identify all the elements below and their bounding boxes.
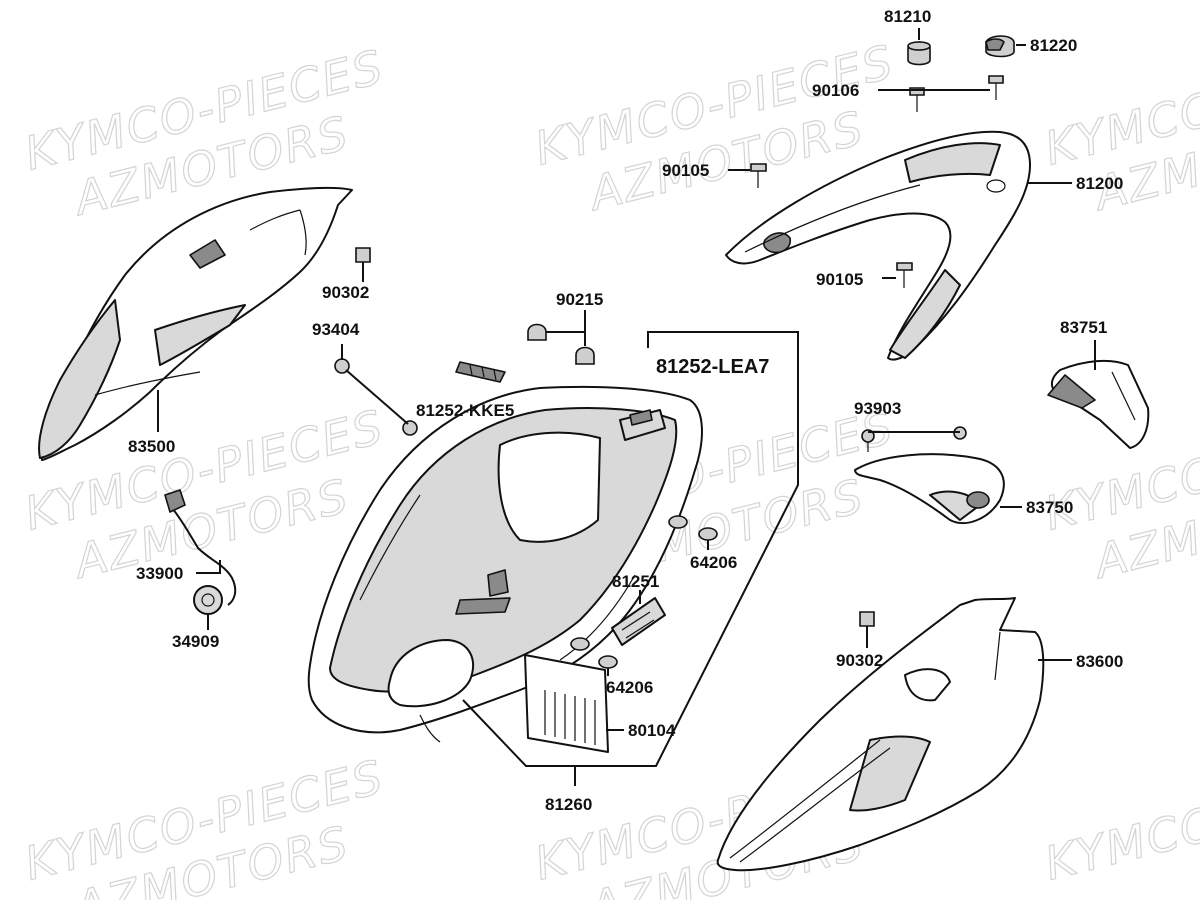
part-label-81200[interactable]: 81200	[1076, 174, 1123, 193]
part-81252-kke5-strip[interactable]	[455, 361, 506, 383]
part-83750-cover[interactable]	[854, 453, 1005, 525]
part-90105-bolt-lower[interactable]	[896, 262, 913, 288]
part-33900-wire[interactable]	[164, 489, 237, 606]
part-90106-bolt-pair[interactable]	[909, 75, 1004, 112]
part-80104-mud-flap[interactable]	[524, 654, 609, 753]
part-label-90106[interactable]: 90106	[812, 81, 859, 100]
part-83500-left-side-cover[interactable]	[38, 186, 353, 461]
part-label-81252-lea7[interactable]: 81252-LEA7	[656, 356, 769, 378]
part-90302-clip-lower[interactable]	[859, 611, 875, 627]
part-81210-cap[interactable]	[907, 41, 931, 66]
part-label-80104[interactable]: 80104	[628, 721, 676, 740]
part-label-33900[interactable]: 33900	[136, 564, 183, 583]
part-label-81251[interactable]: 81251	[612, 572, 659, 591]
part-81251-bracket[interactable]	[611, 597, 666, 646]
part-81260-underseat-box[interactable]	[307, 385, 703, 743]
part-64206-washer-upper[interactable]	[668, 515, 718, 541]
part-label-90302-upper[interactable]: 90302	[322, 283, 369, 302]
part-label-64206-lower[interactable]: 64206	[606, 678, 653, 697]
part-label-93404[interactable]: 93404	[312, 320, 360, 339]
part-81200-rear-carrier[interactable]	[725, 130, 1031, 361]
part-label-83600[interactable]: 83600	[1076, 652, 1123, 671]
part-label-81260[interactable]: 81260	[545, 795, 592, 814]
part-label-90105-upper[interactable]: 90105	[662, 161, 709, 180]
part-64206-washer-lower[interactable]	[570, 637, 618, 669]
part-93404-screw-pair[interactable]	[334, 358, 418, 436]
part-label-83500[interactable]: 83500	[128, 437, 175, 456]
watermark-text: KYMCO-PIECES	[1040, 749, 1200, 890]
part-label-90215[interactable]: 90215	[556, 290, 603, 309]
part-34909-bulb[interactable]	[193, 585, 223, 615]
part-label-64206-upper[interactable]: 64206	[690, 553, 737, 572]
part-81220-cap[interactable]	[985, 35, 1015, 58]
part-label-81220[interactable]: 81220	[1030, 36, 1077, 55]
part-label-81252-kke5[interactable]: 81252-KKE5	[416, 401, 514, 420]
part-83751-cover[interactable]	[1047, 359, 1150, 449]
part-label-90105-lower[interactable]: 90105	[816, 270, 863, 289]
part-90302-clip-upper[interactable]	[355, 247, 371, 263]
part-label-83751[interactable]: 83751	[1060, 318, 1107, 337]
leader-lines	[157, 28, 1096, 786]
part-label-93903[interactable]: 93903	[854, 399, 901, 418]
part-83600-right-side-cover[interactable]	[716, 597, 1045, 872]
part-90215-nut-pair[interactable]	[527, 323, 595, 365]
part-label-90302-lower[interactable]: 90302	[836, 651, 883, 670]
part-label-81210[interactable]: 81210	[884, 7, 931, 26]
part-labels: 81210 81220 90106 90105 81200 90105 9030…	[128, 7, 1123, 814]
part-90105-bolt-upper[interactable]	[750, 163, 767, 188]
part-label-34909[interactable]: 34909	[172, 632, 219, 651]
part-label-83750[interactable]: 83750	[1026, 498, 1073, 517]
